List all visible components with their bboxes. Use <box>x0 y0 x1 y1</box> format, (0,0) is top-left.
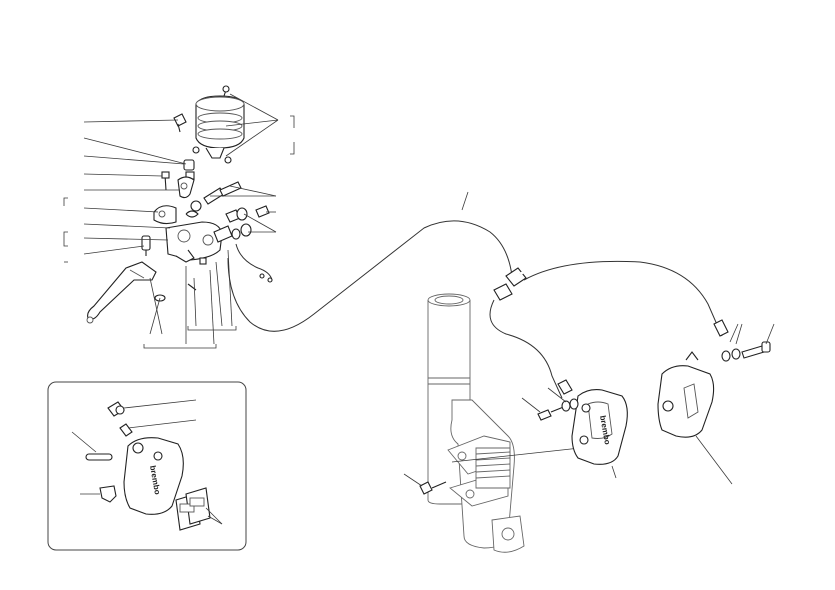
grouping-brackets <box>63 115 295 349</box>
fluid-reservoir <box>195 85 245 159</box>
pad-retaining-pin <box>71 431 113 461</box>
leader-lines-master-cylinder <box>83 93 279 345</box>
pad-spring-clip <box>80 485 117 503</box>
caliper-detail-inset: brembo <box>47 381 247 551</box>
leader-bleeder-cap <box>127 419 197 429</box>
bleeder-screw <box>107 401 133 437</box>
fork-mount-bolt <box>403 473 447 495</box>
leader-pads-a <box>205 507 223 525</box>
fork-thread <box>475 447 511 489</box>
handlebar-clamp <box>153 205 177 225</box>
reservoir-screws <box>173 113 232 164</box>
reservoir-bracket <box>161 159 195 199</box>
leader-bleeder <box>123 399 197 409</box>
banjo-bolts-right <box>225 205 270 240</box>
leader-pads-b <box>207 515 223 525</box>
brake-lever <box>86 261 157 324</box>
left-front-caliper: brembo <box>521 387 628 479</box>
brake-hoses <box>227 214 729 399</box>
loose-small-parts <box>154 257 207 302</box>
front-fork-leg <box>427 293 581 553</box>
detail-caliper-body: brembo <box>123 437 184 515</box>
master-cylinder-assembly <box>86 85 273 324</box>
leader-main-hose <box>461 191 469 211</box>
pump-body <box>165 221 233 263</box>
right-front-caliper <box>657 323 775 485</box>
brake-pads <box>175 487 211 531</box>
brake-light-switch-wire <box>235 243 273 283</box>
